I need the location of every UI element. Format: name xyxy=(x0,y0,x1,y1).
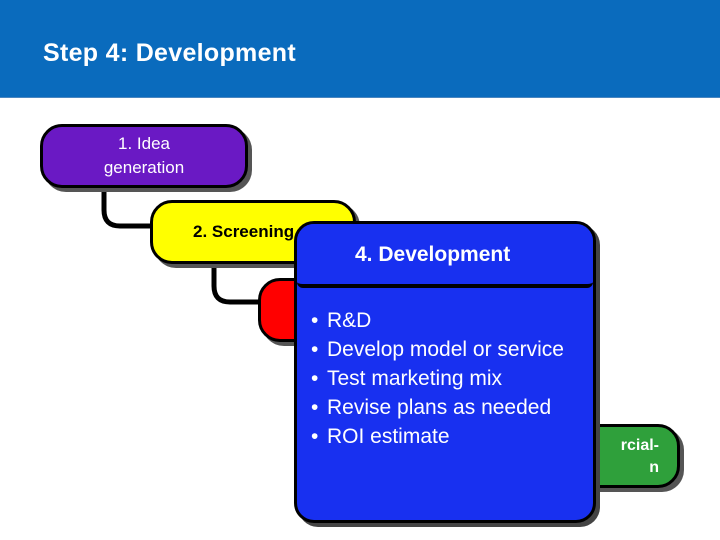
step-5-label-line2: n xyxy=(649,459,659,476)
step-idea-generation: 1. Idea generation xyxy=(40,124,248,188)
connector-1-to-2 xyxy=(101,188,150,229)
step-5-label-line1: rcial- xyxy=(620,437,659,454)
development-detail-box: 4. Development •R&D •Develop model or se… xyxy=(294,221,596,523)
connector-2-to-3 xyxy=(211,264,258,305)
title-bar: Step 4: Development xyxy=(0,0,720,98)
step-1-label-line2: generation xyxy=(103,158,185,177)
detail-title: 4. Development xyxy=(355,243,511,266)
bullet-item: •Revise plans as needed xyxy=(311,396,552,419)
step-2-label: 2. Screening xyxy=(193,222,295,241)
bullet-item: •R&D xyxy=(311,309,372,332)
bullet-item: •ROI estimate xyxy=(311,425,450,448)
slide-title: Step 4: Development xyxy=(43,39,296,67)
detail-header: 4. Development xyxy=(297,224,593,288)
detail-bullet-list: •R&D •Develop model or service •Test mar… xyxy=(311,306,564,451)
step-1-label-line1: 1. Idea xyxy=(118,134,170,153)
bullet-item: •Test marketing mix xyxy=(311,367,503,390)
bullet-item: •Develop model or service xyxy=(311,338,564,361)
